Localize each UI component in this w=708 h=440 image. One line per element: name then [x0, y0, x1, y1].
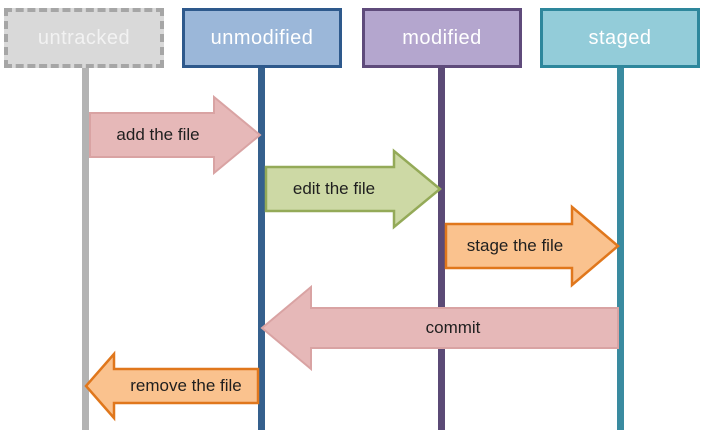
arrow-stage-the-file: stage the file: [444, 204, 620, 288]
lifeline-modified: [438, 68, 445, 430]
state-box-staged: staged: [540, 8, 700, 68]
right-arrow-icon: [264, 148, 442, 230]
state-label-modified: modified: [402, 26, 482, 49]
arrow-edit-the-file: edit the file: [264, 148, 442, 230]
arrow-commit: commit: [260, 284, 619, 372]
state-label-unmodified: unmodified: [210, 26, 314, 49]
arrow-label-commit: commit: [425, 318, 481, 337]
arrow-label-remove: remove the file: [130, 376, 242, 395]
lifeline-unmodified: [258, 68, 265, 430]
state-box-modified: modified: [362, 8, 522, 68]
lifeline-untracked: [82, 68, 89, 430]
left-arrow-icon: [260, 284, 619, 372]
arrow-add-the-file: add the file: [89, 94, 262, 176]
right-arrow-icon: [89, 94, 262, 176]
state-box-untracked: untracked: [4, 8, 164, 68]
lifeline-staged: [617, 68, 624, 430]
arrow-label-edit: edit the file: [292, 179, 376, 198]
left-arrow-icon: [84, 350, 260, 422]
arrow-remove-the-file: remove the file: [84, 350, 260, 422]
state-label-staged: staged: [588, 26, 652, 49]
arrow-label-add: add the file: [116, 125, 200, 144]
right-arrow-icon: [444, 204, 620, 288]
state-box-unmodified: unmodified: [182, 8, 342, 68]
state-label-untracked: untracked: [37, 26, 131, 49]
arrow-label-stage: stage the file: [466, 236, 564, 255]
